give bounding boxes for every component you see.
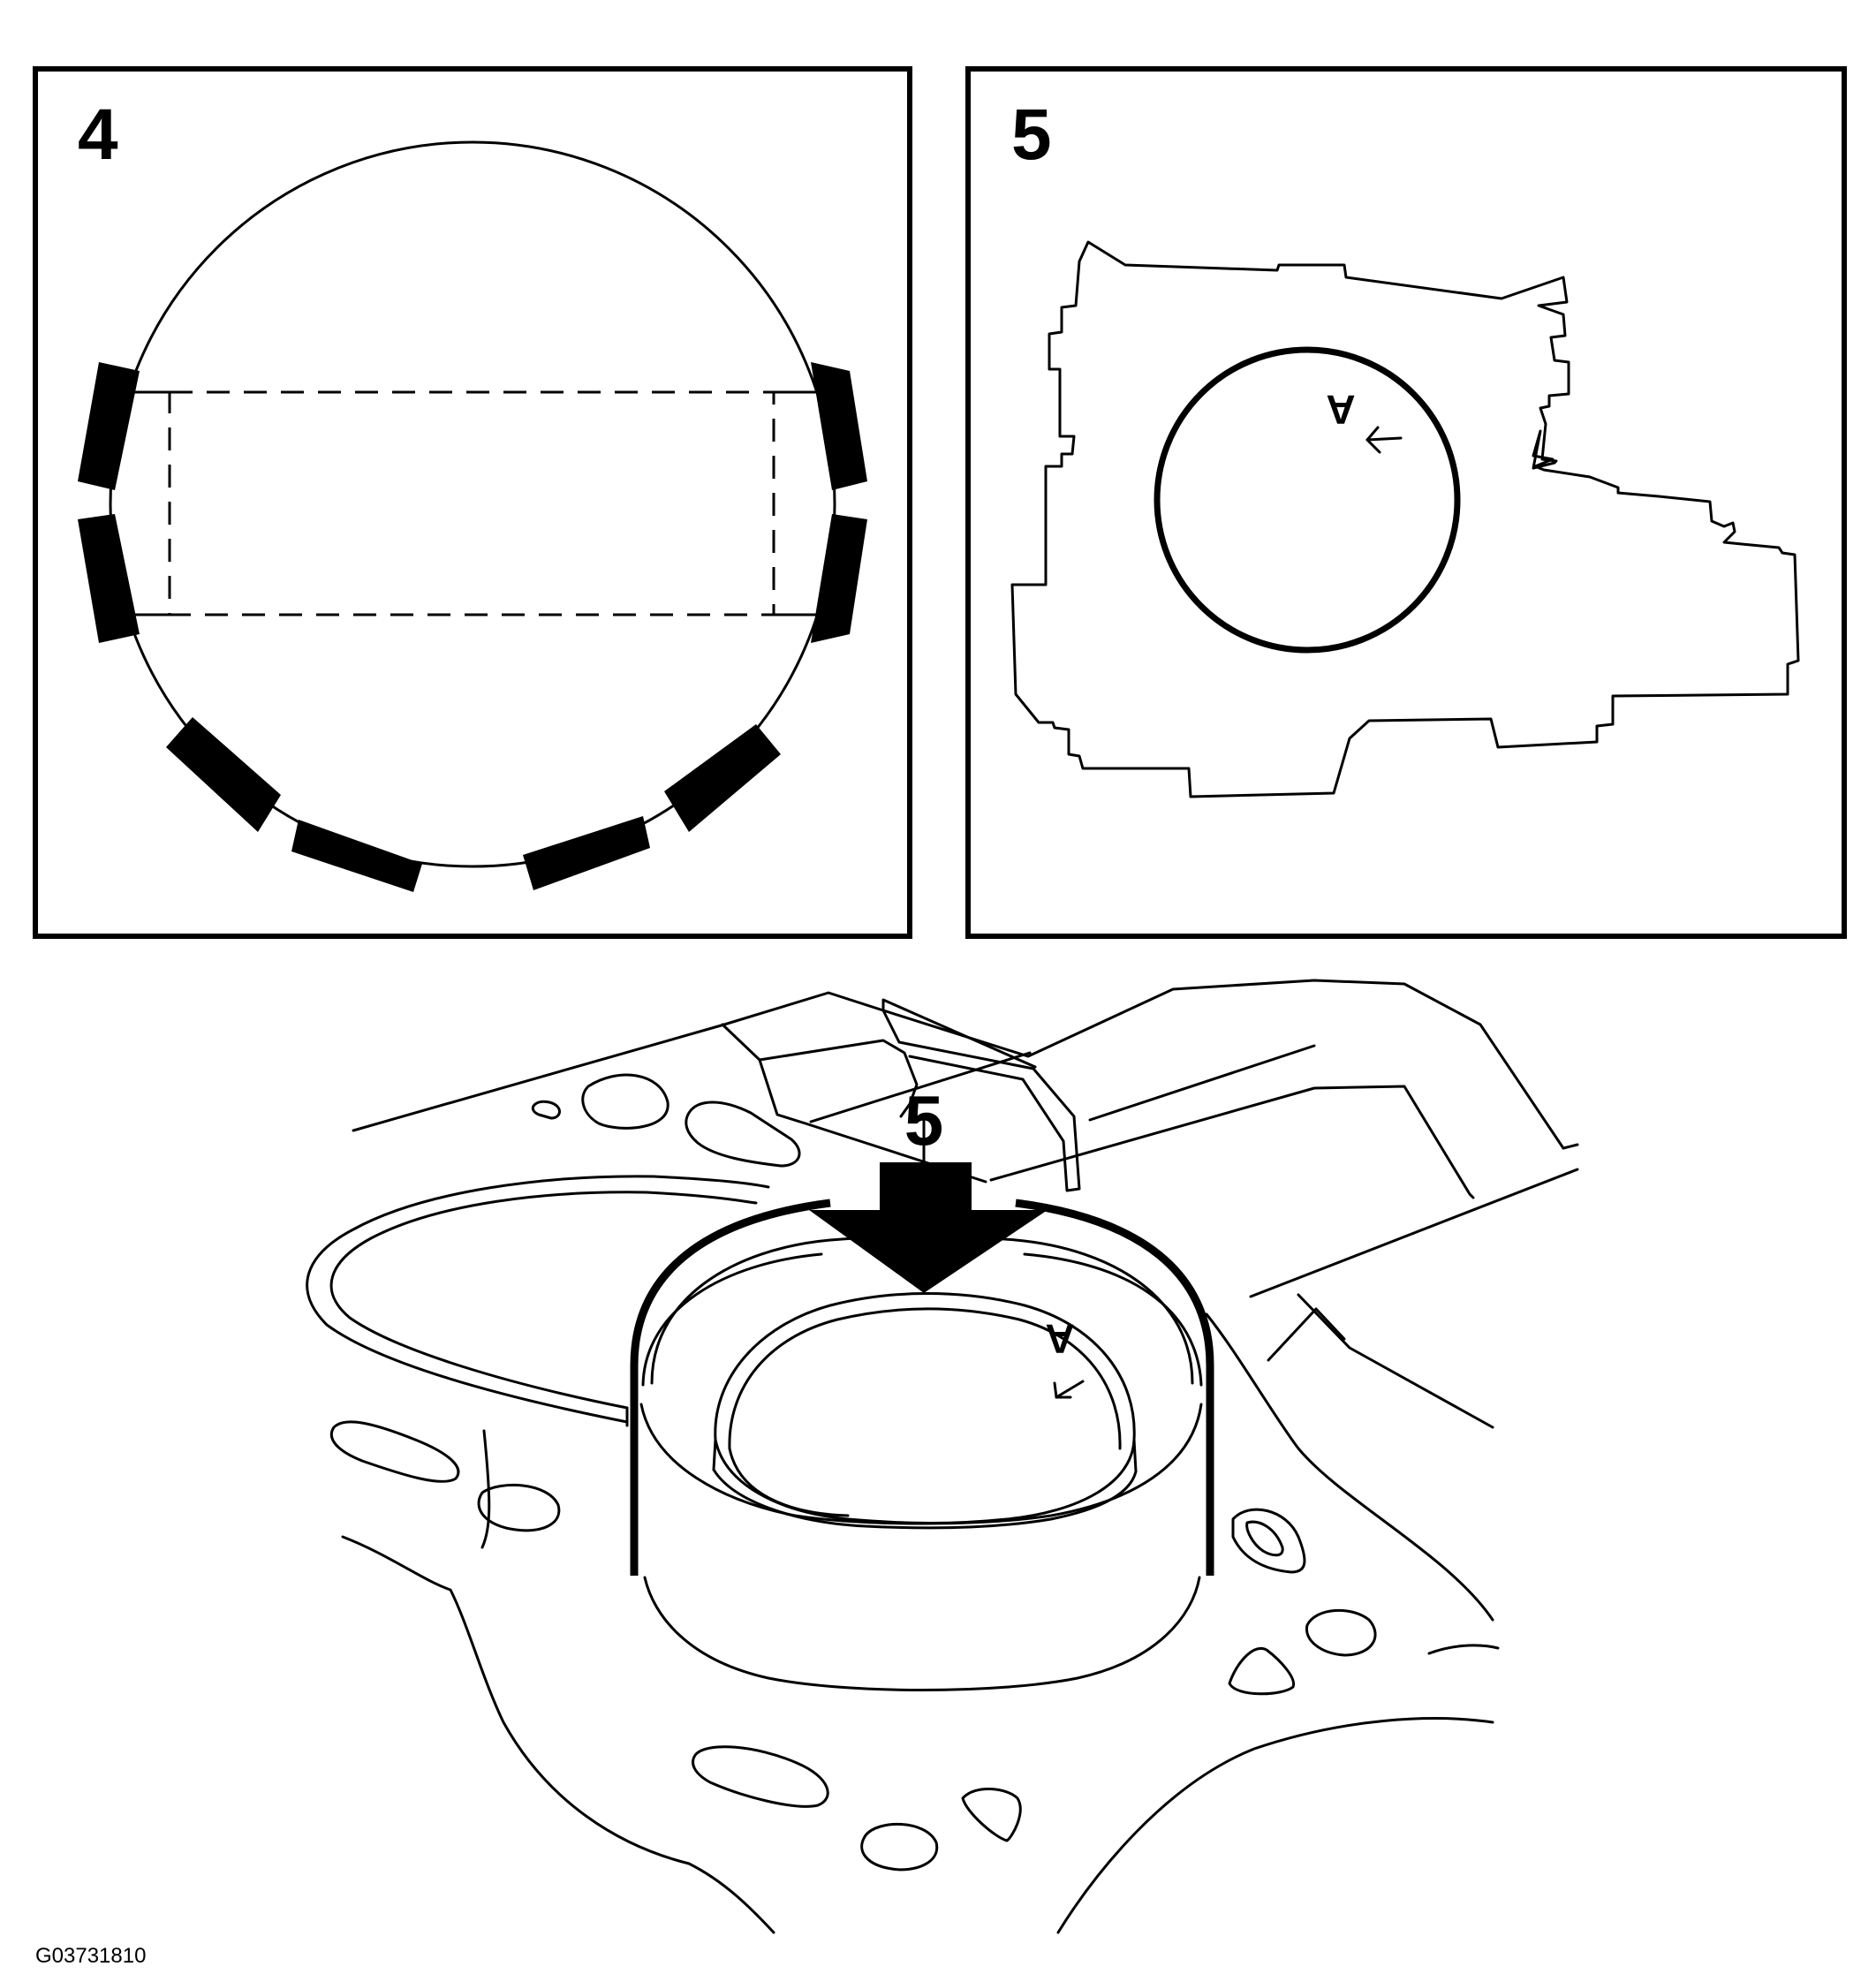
panel-4-number: 4: [78, 95, 118, 175]
piston-crown-outline: [1010, 240, 1800, 798]
gasket-hole: [1231, 1508, 1306, 1574]
panel-4-frame: [33, 66, 912, 939]
gasket-hole: [1228, 1646, 1296, 1696]
main-mark-arrow-icon: [1053, 1380, 1085, 1399]
piston-ring-outline: [109, 140, 836, 868]
block-deck-top-edge: [352, 979, 1565, 1150]
gasket-hole: [685, 1100, 801, 1168]
adjacent-cylinder-bore: [306, 1175, 770, 1427]
segment-left-lower: [78, 514, 140, 643]
gasket-hole: [581, 1073, 669, 1130]
gasket-hole: [692, 1745, 829, 1808]
block-outline-left: [341, 1535, 775, 1934]
installation-direction-arrow: [809, 1118, 1048, 1293]
timing-guide-rail: [881, 1009, 1081, 1192]
panel-5: 5 A: [965, 66, 1847, 939]
segment-bottom-center-left: [291, 820, 422, 892]
gasket-hole: [531, 1100, 561, 1120]
segment-right-lower: [811, 514, 867, 643]
panel-5-number: 5: [1011, 95, 1052, 175]
segment-bottom-left: [166, 717, 281, 832]
segment-left-upper: [78, 362, 140, 490]
gasket-hole: [477, 1483, 561, 1532]
main-callout-number: 5: [904, 1081, 944, 1160]
panel-5-frame: [965, 66, 1847, 939]
segment-bottom-right: [664, 724, 781, 832]
ring-gap-rectangle: [126, 390, 819, 616]
segment-bottom-center-right: [523, 816, 650, 890]
main-mark-letter: A: [1045, 1316, 1074, 1362]
engine-block-view: 5 A: [306, 979, 1579, 1934]
ring-segment-markers: [78, 362, 867, 892]
panel-4: 4: [33, 66, 912, 939]
gasket-hole: [329, 1420, 460, 1483]
gasket-hole: [860, 1822, 939, 1872]
gasket-hole: [1305, 1608, 1377, 1657]
detail-mark-letter: A: [1326, 387, 1355, 433]
segment-right-upper: [811, 362, 867, 490]
piston: [712, 1292, 1138, 1530]
detail-arrow-icon: [1365, 426, 1403, 454]
figure-code: G03731810: [35, 1944, 146, 1968]
gasket-hole: [961, 1787, 1022, 1842]
piston-crown-bowl: [1154, 346, 1461, 654]
